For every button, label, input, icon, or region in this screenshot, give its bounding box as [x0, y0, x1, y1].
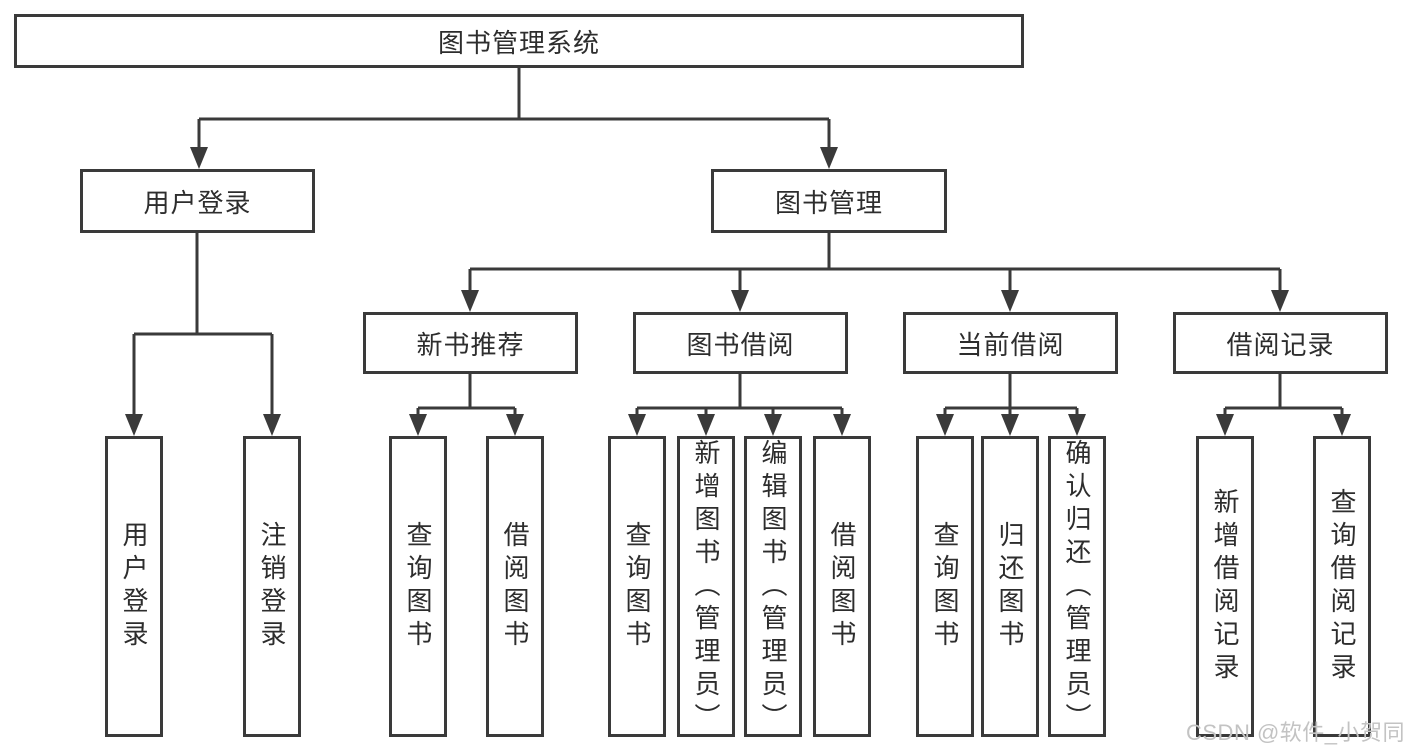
arrowhead-icon [190, 147, 208, 169]
connector-root-to-level2 [190, 68, 838, 169]
leaf-borrow-add-books-admin: 新增图书（管理员） [677, 436, 735, 737]
leaf-borrow-edit-books-admin: 编辑图书（管理员） [744, 436, 802, 737]
leaf-borrow-borrow-books: 借阅图书 [813, 436, 871, 737]
node-new-book-recommend: 新书推荐 [363, 312, 578, 374]
arrowhead-icon [409, 414, 427, 436]
arrowhead-icon [1001, 414, 1019, 436]
node-book-borrowing: 图书借阅 [633, 312, 848, 374]
arrowhead-icon [1333, 414, 1351, 436]
arrowhead-icon [1068, 414, 1086, 436]
leaf-user-login: 用户登录 [105, 436, 163, 737]
leaf-current-return-books: 归还图书 [981, 436, 1039, 737]
connector-login-to-leaves [125, 233, 281, 436]
node-borrowing-records: 借阅记录 [1173, 312, 1388, 374]
leaf-record-add-borrow-record: 新增借阅记录 [1196, 436, 1254, 737]
leaf-borrow-search-books: 查询图书 [608, 436, 666, 737]
arrowhead-icon [764, 414, 782, 436]
connector-newrec-to-leaves [409, 374, 524, 436]
node-book-management: 图书管理 [711, 169, 947, 233]
arrowhead-icon [731, 290, 749, 312]
leaf-logout-login: 注销登录 [243, 436, 301, 737]
arrowhead-icon [1216, 414, 1234, 436]
leaf-newrec-borrow-books: 借阅图书 [486, 436, 544, 737]
arrowhead-icon [628, 414, 646, 436]
csdn-watermark: CSDN @软件_小贺同学 [1186, 720, 1405, 745]
leaf-current-search-books: 查询图书 [916, 436, 974, 737]
node-current-borrowing: 当前借阅 [903, 312, 1118, 374]
node-root-system: 图书管理系统 [14, 14, 1024, 68]
leaf-newrec-search-books: 查询图书 [389, 436, 447, 737]
leaf-record-search-borrow-record: 查询借阅记录 [1313, 436, 1371, 737]
node-user-login: 用户登录 [80, 169, 315, 233]
connector-current-to-leaves [936, 374, 1086, 436]
leaf-current-confirm-return-admin: 确认归还（管理员） [1048, 436, 1106, 737]
arrowhead-icon [1271, 290, 1289, 312]
arrowhead-icon [461, 290, 479, 312]
connector-borrow-to-leaves [628, 374, 851, 436]
connector-record-to-leaves [1216, 374, 1351, 436]
arrowhead-icon [125, 414, 143, 436]
arrowhead-icon [506, 414, 524, 436]
connector-mgmt-to-level3 [461, 233, 1289, 312]
arrowhead-icon [833, 414, 851, 436]
arrowhead-icon [1001, 290, 1019, 312]
arrowhead-icon [820, 147, 838, 169]
arrowhead-icon [263, 414, 281, 436]
arrowhead-icon [697, 414, 715, 436]
arrowhead-icon [936, 414, 954, 436]
